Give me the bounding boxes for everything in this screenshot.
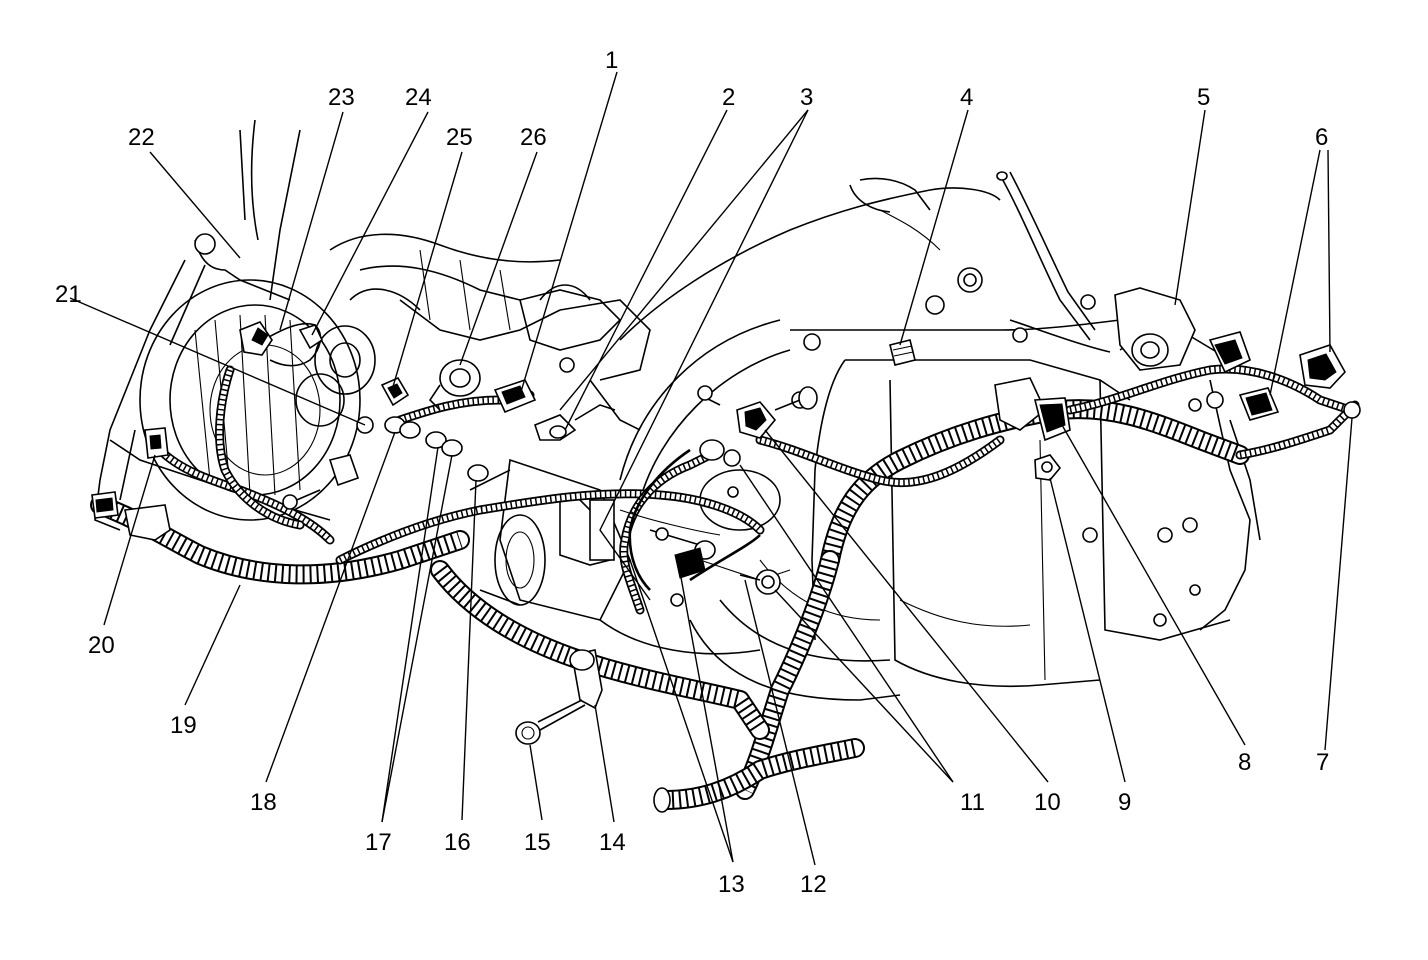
callout-9: 9 — [1118, 789, 1131, 816]
callout-11: 11 — [960, 789, 985, 816]
engine-left-side — [94, 119, 791, 655]
callout-3: 3 — [800, 84, 813, 111]
callout-labels: 1 2 3 4 5 6 7 8 9 10 11 12 13 14 15 16 1… — [55, 47, 1329, 898]
callout-2: 2 — [722, 84, 735, 111]
callout-23: 23 — [328, 84, 355, 111]
callout-6: 6 — [1315, 124, 1328, 151]
callout-14: 14 — [599, 829, 626, 856]
callout-18: 18 — [250, 789, 277, 816]
callout-1: 1 — [605, 47, 618, 74]
callout-17: 17 — [365, 829, 392, 856]
callout-19: 19 — [170, 712, 197, 739]
callout-12: 12 — [800, 871, 827, 898]
callout-20: 20 — [88, 632, 115, 659]
wiring-harness — [90, 319, 1360, 813]
callout-13: 13 — [718, 871, 745, 898]
callout-5: 5 — [1197, 84, 1210, 111]
connectors — [91, 171, 1361, 745]
callout-8: 8 — [1238, 749, 1251, 776]
callout-10: 10 — [1034, 789, 1061, 816]
callout-26: 26 — [520, 124, 547, 151]
callout-15: 15 — [524, 829, 551, 856]
callout-22: 22 — [128, 124, 155, 151]
callout-7: 7 — [1316, 749, 1329, 776]
callout-4: 4 — [960, 84, 973, 111]
leader-lines — [69, 71, 1353, 866]
callout-25: 25 — [446, 124, 473, 151]
callout-24: 24 — [405, 84, 432, 111]
callout-16: 16 — [444, 829, 471, 856]
callout-21: 21 — [55, 281, 82, 308]
